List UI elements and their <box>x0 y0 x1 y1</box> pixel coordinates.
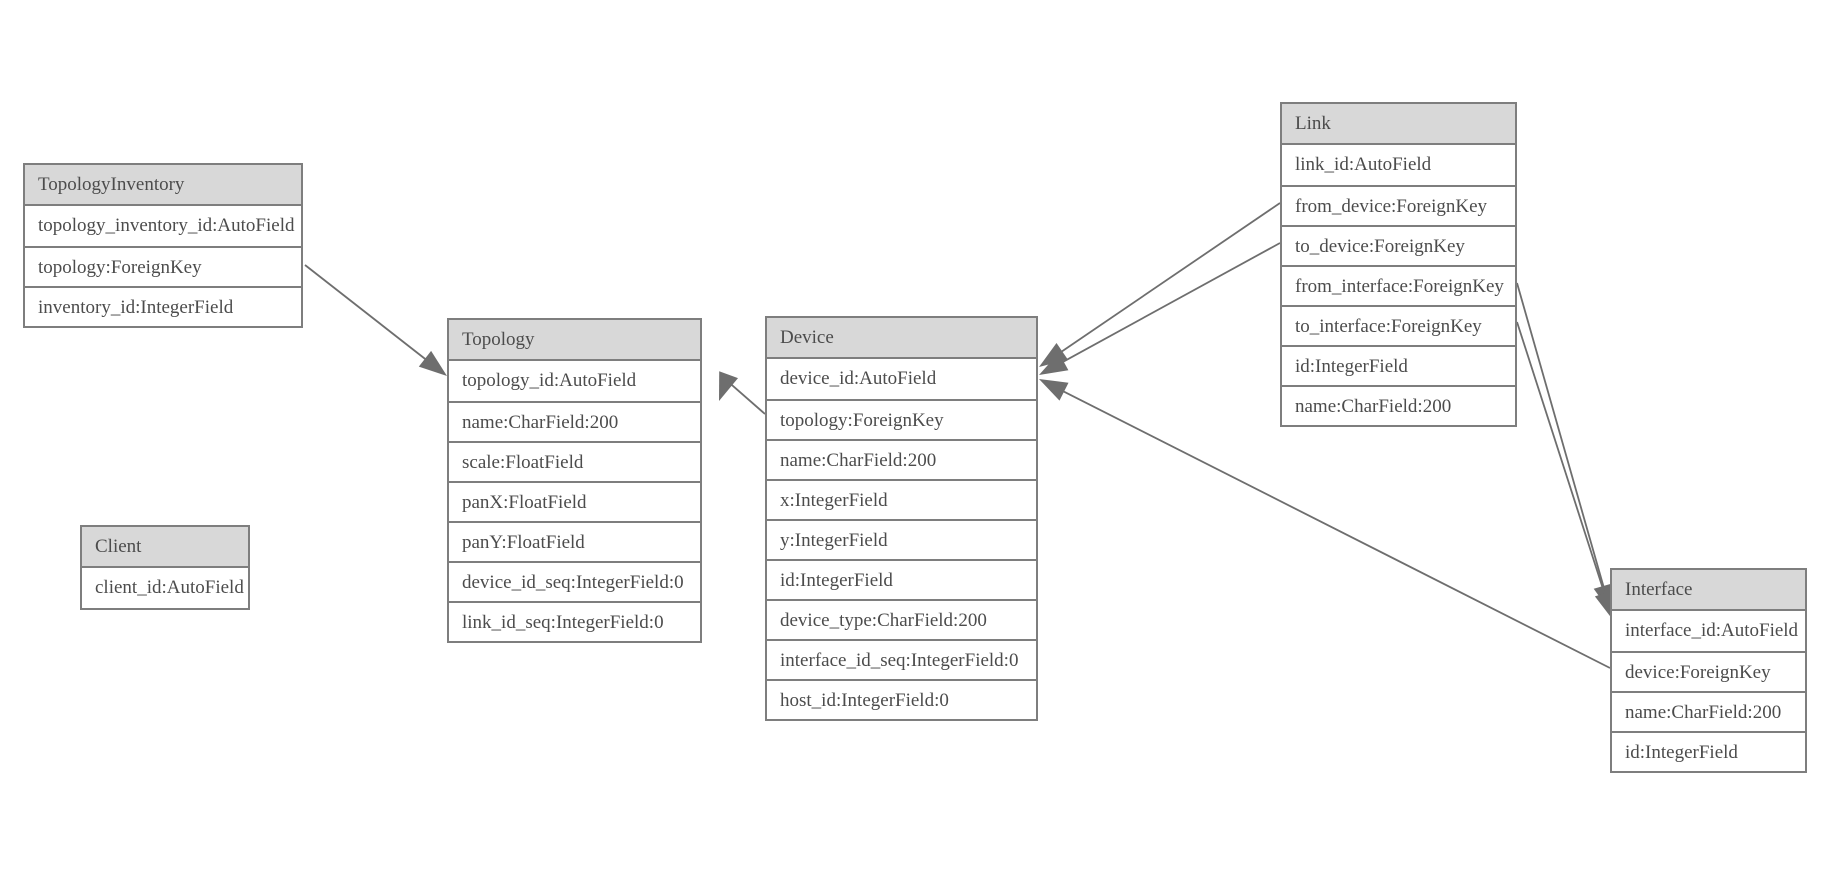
edge-Link.to_device-to-Device.device_id <box>1039 242 1281 375</box>
relationship-line <box>1056 202 1281 356</box>
field-row: link_id_seq:IntegerField:0 <box>449 601 700 641</box>
field-row: device:ForeignKey <box>1612 651 1805 691</box>
field-row: topology_inventory_id:AutoField <box>25 206 301 246</box>
field-row: y:IntegerField <box>767 519 1036 559</box>
entity-title: TopologyInventory <box>25 165 301 206</box>
field-row: name:CharField:200 <box>449 401 700 441</box>
arrowhead-icon <box>1594 590 1614 620</box>
field-row: panX:FloatField <box>449 481 700 521</box>
field-row: to_interface:ForeignKey <box>1282 305 1515 345</box>
field-row: name:CharField:200 <box>1282 385 1515 425</box>
field-row: host_id:IntegerField:0 <box>767 679 1036 719</box>
field-row: x:IntegerField <box>767 479 1036 519</box>
edge-Device.topology-to-Topology.topology_id <box>719 371 766 415</box>
field-row: scale:FloatField <box>449 441 700 481</box>
relationship-line <box>304 264 431 364</box>
field-row: name:CharField:200 <box>767 439 1036 479</box>
field-row: inventory_id:IntegerField <box>25 286 301 326</box>
edge-TopologyInventory.topology-to-Topology.topology_id <box>304 264 447 376</box>
field-row: device_id_seq:IntegerField:0 <box>449 561 700 601</box>
entity-title: Device <box>767 318 1036 359</box>
field-row: interface_id_seq:IntegerField:0 <box>767 639 1036 679</box>
field-row: topology:ForeignKey <box>25 246 301 286</box>
field-row: from_device:ForeignKey <box>1282 185 1515 225</box>
field-row: id:IntegerField <box>1282 345 1515 385</box>
field-row: client_id:AutoField <box>82 568 248 608</box>
entity-title: Client <box>82 527 248 568</box>
field-row: panY:FloatField <box>449 521 700 561</box>
field-row: id:IntegerField <box>1612 731 1805 771</box>
field-row: name:CharField:200 <box>1612 691 1805 731</box>
edge-Interface.device-to-Device.device_id <box>1039 379 1611 669</box>
field-row: interface_id:AutoField <box>1612 611 1805 651</box>
entity-title: Interface <box>1612 570 1805 611</box>
field-row: topology:ForeignKey <box>767 399 1036 439</box>
arrowhead-icon <box>1039 379 1069 401</box>
field-row: link_id:AutoField <box>1282 145 1515 185</box>
edge-Link.from_interface-to-Interface.interface_id <box>1516 282 1613 613</box>
relationship-line <box>725 379 766 415</box>
relationship-line <box>1058 388 1611 669</box>
relationship-line <box>1057 242 1281 366</box>
relationship-line <box>1516 321 1608 600</box>
field-row: to_device:ForeignKey <box>1282 225 1515 265</box>
field-row: topology_id:AutoField <box>449 361 700 401</box>
arrowhead-icon <box>719 371 738 401</box>
arrowhead-icon <box>418 350 447 376</box>
entity-title: Topology <box>449 320 700 361</box>
field-row: id:IntegerField <box>767 559 1036 599</box>
field-row: device_id:AutoField <box>767 359 1036 399</box>
arrowhead-icon <box>1039 352 1069 375</box>
entity-title: Link <box>1282 104 1515 145</box>
field-row: from_interface:ForeignKey <box>1282 265 1515 305</box>
field-row: device_type:CharField:200 <box>767 599 1036 639</box>
relationship-line <box>1516 282 1606 593</box>
edge-Link.to_interface-to-Interface.interface_id <box>1516 321 1614 620</box>
edge-Link.from_device-to-Device.device_id <box>1039 202 1281 367</box>
